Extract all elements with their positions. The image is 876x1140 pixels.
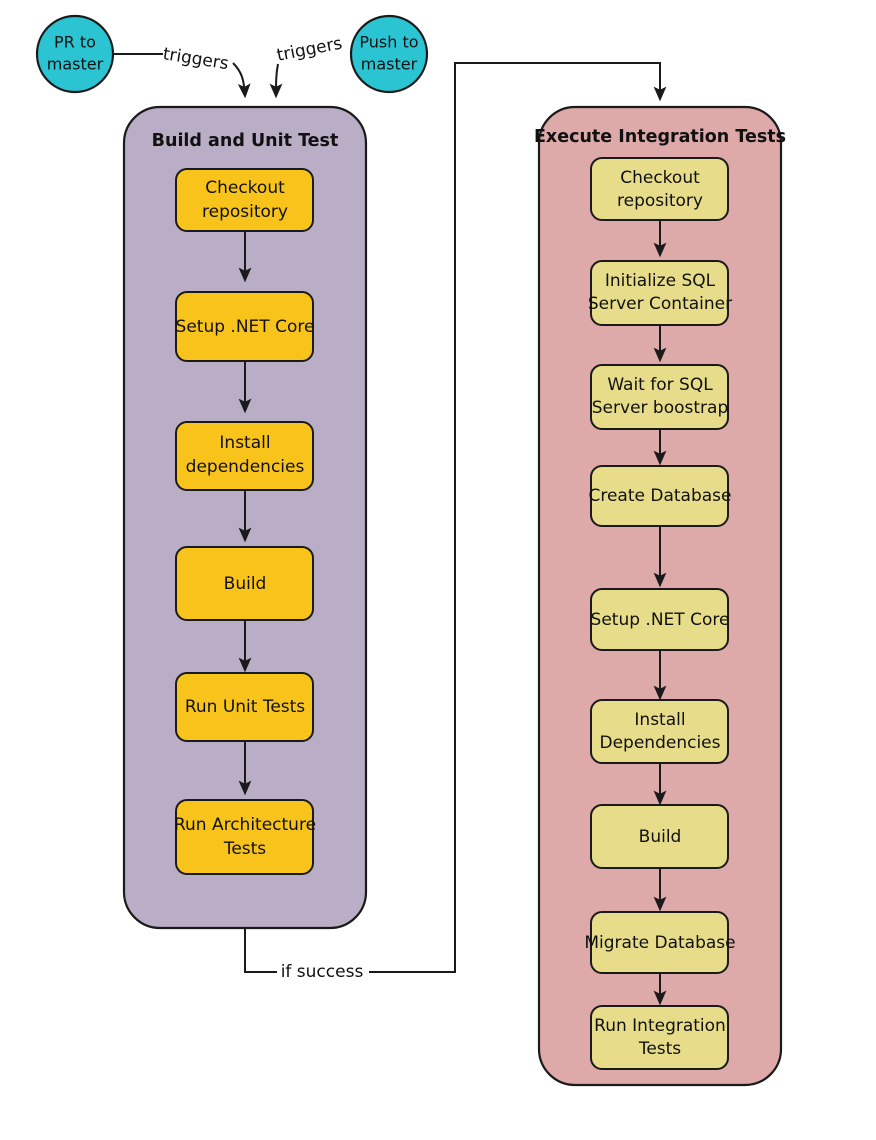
edge-push-trigger-curve	[269, 63, 283, 99]
node-migrate-database-label: Migrate Database	[584, 933, 735, 953]
node-setup-dotnet-core-2-label: Setup .NET Core	[591, 610, 730, 630]
edge-label-triggers-right: triggers	[275, 34, 344, 66]
container-title-execute-integration-tests: Execute Integration Tests	[534, 127, 786, 147]
node-initialize-sql-server-container-box[interactable]	[590, 260, 729, 326]
node-setup-dotnet-core-2[interactable]: Setup .NET Core	[590, 588, 730, 651]
node-initialize-sql-line2: Server Container	[588, 294, 732, 314]
node-create-database-box[interactable]	[590, 465, 729, 527]
node-checkout-repository-2-line1: Checkout	[620, 168, 700, 188]
trigger-pr-to-master-line1: PR to	[54, 33, 96, 52]
node-build-2[interactable]: Build	[590, 804, 729, 869]
trigger-pr-to-master[interactable]: PR to master	[35, 14, 115, 94]
node-initialize-sql-line1: Initialize SQL	[605, 271, 716, 291]
node-checkout-repository-2-box[interactable]	[590, 157, 729, 221]
node-checkout-repository-line1: Checkout	[205, 178, 285, 198]
node-setup-dotnet-core-2-box[interactable]	[590, 588, 729, 651]
edge-label-if-success: if success	[281, 962, 364, 982]
node-wait-for-sql-line1: Wait for SQL	[607, 375, 713, 395]
node-install-dependencies-2-line1: Install	[634, 710, 685, 730]
trigger-pr-to-master-line2: master	[47, 55, 104, 74]
node-checkout-repository-line2: repository	[202, 202, 288, 222]
trigger-push-to-master-line2: master	[361, 55, 418, 74]
node-migrate-database[interactable]: Migrate Database	[584, 911, 736, 974]
node-checkout-repository[interactable]: Checkout repository	[175, 168, 314, 232]
node-checkout-repository-box[interactable]	[175, 168, 314, 232]
node-install-dependencies-box[interactable]	[175, 421, 314, 491]
node-build-box[interactable]	[175, 546, 314, 621]
node-wait-for-sql-server-boostrap[interactable]: Wait for SQL Server boostrap	[590, 364, 729, 430]
node-create-database[interactable]: Create Database	[588, 465, 732, 527]
node-run-unit-tests-label: Run Unit Tests	[185, 697, 305, 717]
node-setup-dotnet-core-box[interactable]	[175, 291, 314, 362]
node-build-2-box[interactable]	[590, 804, 729, 869]
node-install-dependencies-2-line2: Dependencies	[600, 733, 721, 753]
node-setup-dotnet-core[interactable]: Setup .NET Core	[175, 291, 315, 362]
node-install-dependencies-2-box[interactable]	[590, 699, 729, 764]
node-run-architecture-tests-line1: Run Architecture	[174, 815, 316, 835]
node-install-dependencies[interactable]: Install dependencies	[175, 421, 314, 491]
node-setup-dotnet-core-line1: Setup .NET Core	[176, 317, 315, 337]
edge-if-success	[244, 929, 277, 973]
node-run-integration-tests-box[interactable]	[590, 1005, 729, 1070]
node-checkout-repository-2-line2: repository	[617, 191, 703, 211]
node-install-dependencies-2[interactable]: Install Dependencies	[590, 699, 729, 764]
node-wait-for-sql-line2: Server boostrap	[592, 398, 728, 418]
node-run-unit-tests-box[interactable]	[175, 672, 314, 742]
node-run-unit-tests[interactable]: Run Unit Tests	[175, 672, 314, 742]
node-wait-for-sql-box[interactable]	[590, 364, 729, 430]
node-install-dependencies-line2: dependencies	[186, 457, 305, 477]
node-run-architecture-tests[interactable]: Run Architecture Tests	[174, 799, 316, 875]
node-run-architecture-tests-line2: Tests	[223, 839, 266, 859]
node-install-dependencies-line1: Install	[219, 433, 270, 453]
node-create-database-label: Create Database	[588, 486, 731, 506]
node-run-integration-tests-line2: Tests	[638, 1039, 681, 1059]
node-migrate-database-box[interactable]	[590, 911, 729, 974]
edge-pr-trigger-curve	[232, 62, 251, 99]
node-run-architecture-tests-box[interactable]	[175, 799, 314, 875]
trigger-pr-to-master-circle[interactable]	[35, 14, 115, 94]
trigger-push-to-master-line1: Push to	[359, 33, 418, 52]
edge-label-triggers-left: triggers	[161, 44, 230, 74]
trigger-push-to-master-circle[interactable]	[349, 14, 429, 94]
node-run-integration-tests[interactable]: Run Integration Tests	[590, 1005, 729, 1070]
node-checkout-repository-2[interactable]: Checkout repository	[590, 157, 729, 221]
node-build-2-label: Build	[639, 827, 682, 847]
container-title-build-and-unit-test: Build and Unit Test	[152, 131, 339, 151]
node-build-label: Build	[224, 574, 267, 594]
node-run-integration-tests-line1: Run Integration	[594, 1016, 726, 1036]
node-initialize-sql-server-container[interactable]: Initialize SQL Server Container	[588, 260, 732, 326]
node-build[interactable]: Build	[175, 546, 314, 621]
trigger-push-to-master[interactable]: Push to master	[349, 14, 429, 94]
edge-if-success-tail	[369, 62, 667, 973]
